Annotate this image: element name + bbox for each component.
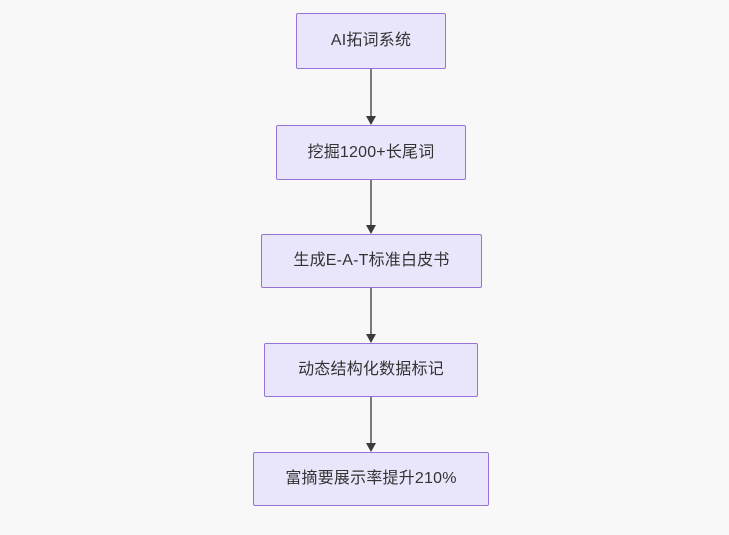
flow-node-label: AI拓词系统: [330, 32, 412, 49]
arrowhead-icon: [366, 116, 376, 125]
arrowhead-icon: [366, 443, 376, 452]
connector-shaft: [370, 288, 372, 334]
flow-node-label: 富摘要展示率提升210%: [285, 470, 457, 487]
flow-node-label: 挖掘1200+长尾词: [307, 143, 435, 161]
flow-node-generate-eat-whitepaper[interactable]: 生成E-A-T标准白皮书: [261, 234, 482, 288]
connector-node2-node3: [365, 180, 377, 234]
connector-node4-node5: [365, 397, 377, 452]
flow-node-label: 动态结构化数据标记: [298, 361, 444, 378]
connector-node3-node4: [365, 288, 377, 343]
arrowhead-icon: [366, 334, 376, 343]
connector-shaft: [370, 397, 372, 443]
flow-node-label: 生成E-A-T标准白皮书: [293, 252, 450, 269]
connector-shaft: [370, 180, 372, 225]
connector-node1-node2: [365, 69, 377, 125]
flow-node-ai-keyword-system[interactable]: AI拓词系统: [296, 13, 446, 69]
connector-shaft: [370, 69, 372, 116]
flow-node-rich-snippet-impression-lift[interactable]: 富摘要展示率提升210%: [253, 452, 489, 506]
flow-node-mine-longtail-keywords[interactable]: 挖掘1200+长尾词: [276, 125, 466, 180]
flow-node-dynamic-structured-data-markup[interactable]: 动态结构化数据标记: [264, 343, 478, 397]
arrowhead-icon: [366, 225, 376, 234]
